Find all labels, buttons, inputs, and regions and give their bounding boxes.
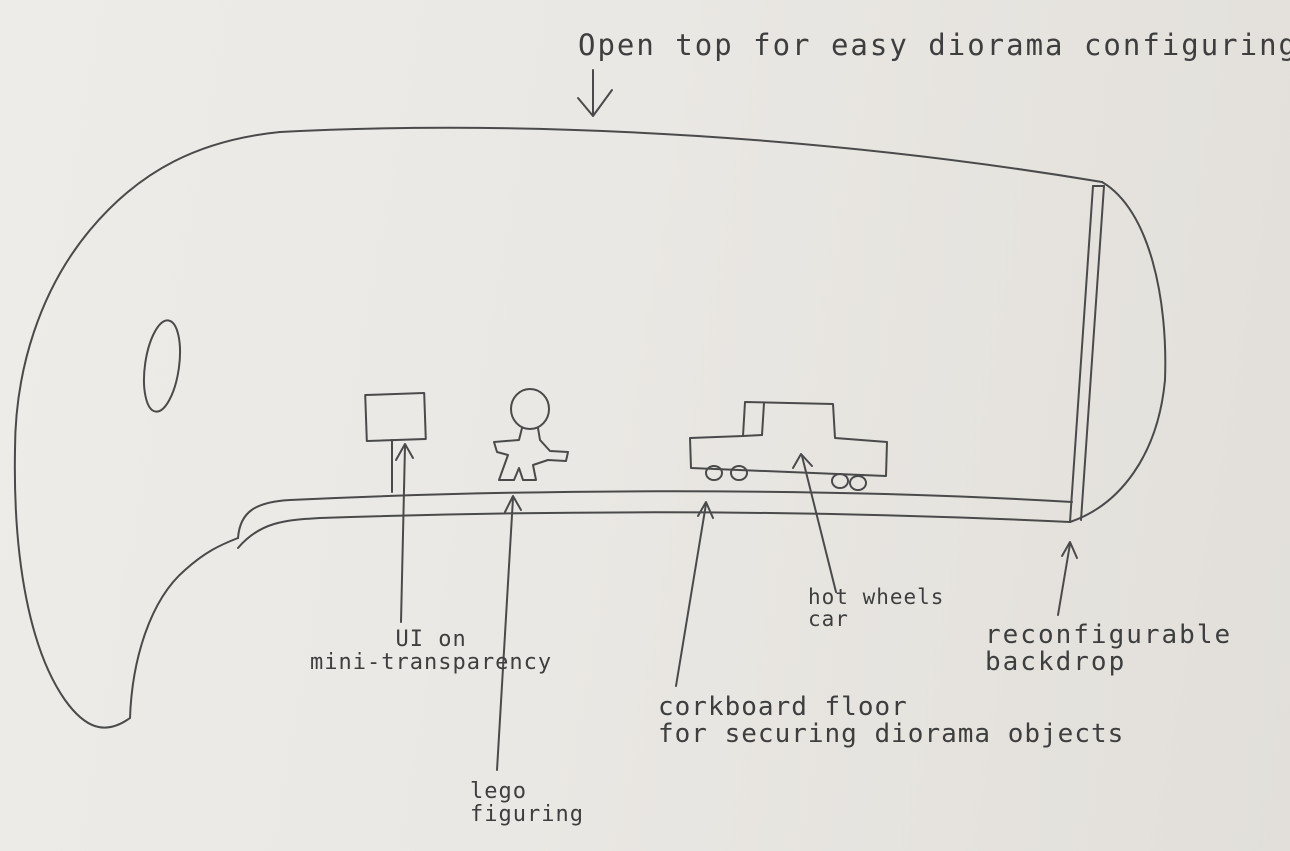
lego-figure-head [511, 389, 549, 429]
car-wheel-front-right [731, 466, 747, 480]
hot-wheels-car-window-sill [743, 435, 762, 436]
label-lego-line2: figuring [470, 803, 584, 826]
hot-wheels-car-window [762, 403, 764, 435]
label-ui-line1: UI on [310, 628, 552, 651]
label-lego-figure: lego figuring [470, 780, 584, 826]
arrow-car-shaft [802, 456, 836, 592]
label-backdrop-line2: backdrop [985, 649, 1232, 676]
label-backdrop-line1: reconfigurable [985, 622, 1232, 649]
arrow-open-top-head [578, 90, 612, 116]
label-car-line2: car [808, 608, 944, 630]
corkboard-floor-top [238, 491, 1072, 538]
label-lego-line1: lego [470, 780, 584, 803]
label-ui-transparency: UI on mini-transparency [310, 628, 552, 674]
label-car-line1: hot wheels [808, 586, 944, 608]
car-wheel-rear-left [832, 474, 848, 488]
arrow-cork-shaft [676, 504, 706, 686]
ui-transparency-screen [365, 393, 426, 441]
backdrop-panel-right [1081, 186, 1104, 520]
backdrop-panel-left [1070, 186, 1093, 522]
arrow-ui-shaft [401, 446, 405, 622]
label-hot-wheels-car: hot wheels car [808, 586, 944, 630]
lego-figure-body [494, 428, 568, 480]
label-open-top: Open top for easy diorama configuring [578, 30, 1290, 60]
enclosure-outer-outline [15, 132, 280, 728]
label-open-top-text: Open top for easy diorama configuring [578, 30, 1290, 60]
corkboard-floor-bottom [238, 512, 1070, 548]
enclosure-window [139, 318, 185, 414]
hot-wheels-car-body [690, 402, 887, 476]
label-cork-line2: for securing diorama objects [658, 721, 1124, 748]
car-wheel-rear-right [850, 476, 866, 490]
arrow-backdrop-shaft [1058, 544, 1070, 615]
enclosure-top-edge [280, 128, 1102, 182]
label-backdrop: reconfigurable backdrop [985, 622, 1232, 677]
label-cork-line1: corkboard floor [658, 694, 1124, 721]
label-corkboard-floor: corkboard floor for securing diorama obj… [658, 694, 1124, 749]
enclosure-inner-curve [130, 538, 238, 718]
label-ui-line2: mini-transparency [310, 651, 552, 674]
